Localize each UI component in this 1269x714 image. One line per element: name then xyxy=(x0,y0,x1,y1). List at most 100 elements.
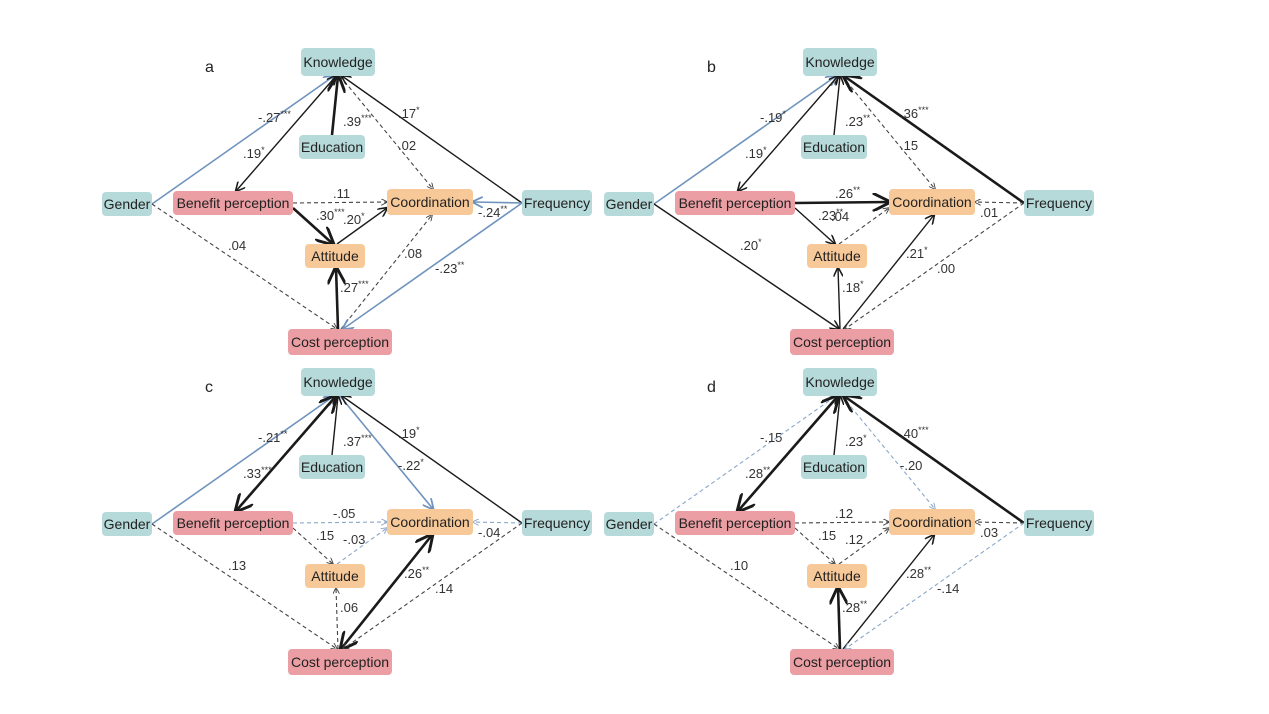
coef-knowledge-to-benefit: .33*** xyxy=(243,465,272,481)
node-coordination-label: Coordination xyxy=(390,514,469,530)
coef-gender-to-cost: .20* xyxy=(740,237,762,253)
panel-b: b-.19*.23**.19*.15.36***.26**.23**.04.01… xyxy=(604,48,1094,355)
coef-attitude-to-coordination: .20* xyxy=(343,211,365,227)
path-knowledge-to-benefit xyxy=(236,396,336,511)
node-gender-label: Gender xyxy=(606,196,653,212)
node-education: Education xyxy=(299,135,365,159)
node-gender-box xyxy=(604,192,654,216)
paths xyxy=(151,76,523,330)
path-knowledge-to-coordination xyxy=(339,395,433,509)
path-cost-to-coordination xyxy=(842,215,934,330)
node-cost-label: Cost perception xyxy=(793,334,891,350)
node-knowledge: Knowledge xyxy=(803,48,877,76)
coefficients: -.21**.37***.33***-.22*.19*-.05.15-.03-.… xyxy=(228,425,500,615)
coef-knowledge-to-coordination: .02 xyxy=(398,138,416,153)
node-gender: Gender xyxy=(604,512,654,536)
node-benefit: Benefit perception xyxy=(675,191,795,215)
path-knowledge-to-benefit xyxy=(738,76,838,191)
node-knowledge: Knowledge xyxy=(803,368,877,396)
coef-gender-to-knowledge: -.27*** xyxy=(258,109,291,125)
node-benefit-label: Benefit perception xyxy=(177,195,290,211)
path-education-to-knowledge xyxy=(833,396,840,456)
node-attitude-box xyxy=(305,244,365,268)
node-gender-box xyxy=(102,512,152,536)
path-benefit-to-attitude xyxy=(794,527,835,564)
node-benefit-label: Benefit perception xyxy=(679,515,792,531)
coef-benefit-to-coordination: -.05 xyxy=(333,506,355,521)
node-frequency: Frequency xyxy=(1024,510,1094,536)
path-benefit-to-attitude xyxy=(292,207,333,244)
node-attitude-box xyxy=(305,564,365,588)
path-frequency-to-coordination xyxy=(975,202,1025,203)
node-coordination-box xyxy=(889,509,975,535)
path-cost-to-coordination xyxy=(341,535,432,649)
node-frequency-label: Frequency xyxy=(1026,195,1092,211)
coef-frequency-to-cost: -.23** xyxy=(435,260,465,276)
node-cost-label: Cost perception xyxy=(291,334,389,350)
node-attitude: Attitude xyxy=(807,564,867,588)
node-coordination-box xyxy=(387,509,473,535)
node-benefit-box xyxy=(173,191,293,215)
node-cost: Cost perception xyxy=(288,329,392,355)
path-benefit-to-coordination xyxy=(292,522,387,523)
node-benefit-box xyxy=(173,511,293,535)
node-attitude-label: Attitude xyxy=(813,248,861,264)
path-knowledge-to-coordination xyxy=(841,395,935,509)
panel-c: c-.21**.37***.33***-.22*.19*-.05.15-.03-… xyxy=(102,368,592,675)
coef-benefit-to-coordination: .12 xyxy=(835,506,853,521)
path-cost-to-attitude xyxy=(838,268,840,330)
coef-gender-to-knowledge: -.19* xyxy=(760,109,786,125)
panel-letter: a xyxy=(205,59,214,76)
node-coordination-label: Coordination xyxy=(892,194,971,210)
node-cost-box xyxy=(790,329,894,355)
coef-education-to-knowledge: .39*** xyxy=(343,113,372,129)
coef-gender-to-cost: .13 xyxy=(228,558,246,573)
coef-knowledge-to-benefit: .28** xyxy=(745,465,771,481)
path-gender-to-cost xyxy=(653,523,839,649)
coef-gender-to-cost: .04 xyxy=(228,238,246,253)
coef-cost-to-coordination: .21* xyxy=(906,245,928,261)
node-benefit-label: Benefit perception xyxy=(679,195,792,211)
coef-education-to-knowledge: .37*** xyxy=(343,433,372,449)
node-coordination-box xyxy=(387,189,473,215)
node-cost: Cost perception xyxy=(790,649,894,675)
node-gender: Gender xyxy=(604,192,654,216)
path-frequency-to-coordination xyxy=(473,522,523,523)
coef-knowledge-to-coordination: .15 xyxy=(900,138,918,153)
coef-knowledge-to-benefit: .19* xyxy=(745,145,767,161)
coef-frequency-to-cost: .00 xyxy=(937,261,955,276)
node-cost: Cost perception xyxy=(790,329,894,355)
path-attitude-to-coordination xyxy=(838,528,889,565)
coef-gender-to-knowledge: -.15 xyxy=(760,430,782,445)
path-cost-to-attitude xyxy=(336,588,338,650)
node-attitude-label: Attitude xyxy=(311,568,359,584)
node-benefit: Benefit perception xyxy=(173,511,293,535)
node-frequency-box xyxy=(522,190,592,216)
node-frequency-label: Frequency xyxy=(524,515,590,531)
node-frequency-label: Frequency xyxy=(524,195,590,211)
node-education: Education xyxy=(801,135,867,159)
path-benefit-to-coordination xyxy=(292,202,387,203)
coef-cost-to-attitude: .18* xyxy=(842,279,864,295)
path-frequency-to-cost xyxy=(845,202,1025,329)
panel-d: d-.15.23*.28**-.20.40***.12.15.12.03.10.… xyxy=(604,368,1094,675)
node-benefit-box xyxy=(675,511,795,535)
path-frequency-to-coordination xyxy=(975,522,1025,523)
coef-benefit-to-attitude: .15 xyxy=(818,528,836,543)
coef-attitude-to-coordination: .12 xyxy=(845,532,863,547)
path-knowledge-to-benefit xyxy=(236,76,336,191)
coef-cost-to-attitude: .28** xyxy=(842,599,868,615)
coef-cost-to-attitude: .27*** xyxy=(340,279,369,295)
node-benefit: Benefit perception xyxy=(173,191,293,215)
node-gender-box xyxy=(102,192,152,216)
path-knowledge-to-coordination xyxy=(841,75,935,189)
paths xyxy=(653,395,1025,649)
coef-frequency-to-cost: -.14 xyxy=(937,581,959,596)
node-frequency-label: Frequency xyxy=(1026,515,1092,531)
node-knowledge-box xyxy=(803,368,877,396)
path-cost-to-coordination xyxy=(340,215,432,330)
paths xyxy=(151,395,523,650)
coef-attitude-to-coordination: .04 xyxy=(831,209,849,224)
